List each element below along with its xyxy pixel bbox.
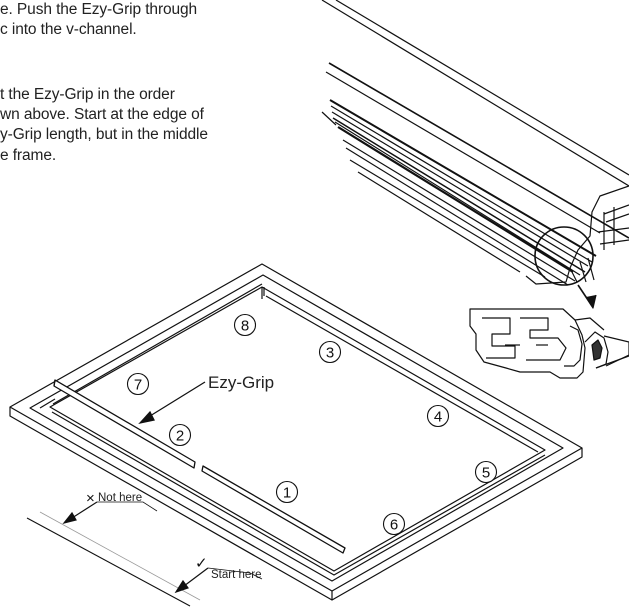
- detail-callout-circle: [534, 226, 594, 286]
- order-circle-1: [275, 480, 299, 504]
- order-number-circles: [126, 313, 498, 536]
- frame-edge-indicator-lines: [26, 511, 201, 607]
- ezy-grip-callout-arrow: [138, 381, 206, 425]
- start-here-arrow: [174, 567, 263, 594]
- instruction-line-3: t the Ezy-Grip in the order: [0, 86, 175, 103]
- start-here-check-icon: ✓: [195, 555, 208, 572]
- instruction-line-2: c into the v-channel.: [0, 21, 137, 38]
- not-here-arrow: [62, 501, 158, 525]
- frame-profile-extrusion: [321, 0, 629, 309]
- order-circle-3: [318, 340, 342, 364]
- not-here-label: Not here: [98, 492, 142, 504]
- order-number-2: 2: [176, 428, 184, 445]
- start-here-label: Start here: [211, 569, 262, 581]
- order-circle-2: [168, 423, 192, 447]
- order-circle-5: [474, 460, 498, 484]
- order-number-7: 7: [134, 377, 142, 394]
- order-number-6: 6: [390, 517, 398, 534]
- instruction-line-1: e. Push the Ezy-Grip through: [0, 1, 198, 18]
- order-circle-4: [426, 404, 450, 428]
- picture-frame-drawing: [9, 263, 583, 601]
- order-number-1: 1: [283, 485, 291, 502]
- order-number-4: 4: [434, 409, 442, 426]
- instruction-line-6: e frame.: [0, 147, 57, 164]
- instruction-line-4: wn above. Start at the edge of: [0, 106, 204, 123]
- order-number-labels: 1 2 3 4 5 6 7 8: [134, 318, 490, 534]
- order-number-5: 5: [482, 465, 490, 482]
- order-circle-6: [382, 512, 406, 536]
- not-here-mark-icon: ×: [86, 490, 95, 507]
- order-number-3: 3: [326, 345, 334, 362]
- instruction-line-5: y-Grip length, but in the middle: [0, 126, 208, 143]
- order-circle-8: [233, 313, 257, 337]
- order-circle-7: [126, 372, 150, 396]
- profile-cross-section-detail: [469, 308, 629, 379]
- order-number-8: 8: [241, 318, 249, 335]
- ezy-grip-label: Ezy-Grip: [208, 373, 274, 392]
